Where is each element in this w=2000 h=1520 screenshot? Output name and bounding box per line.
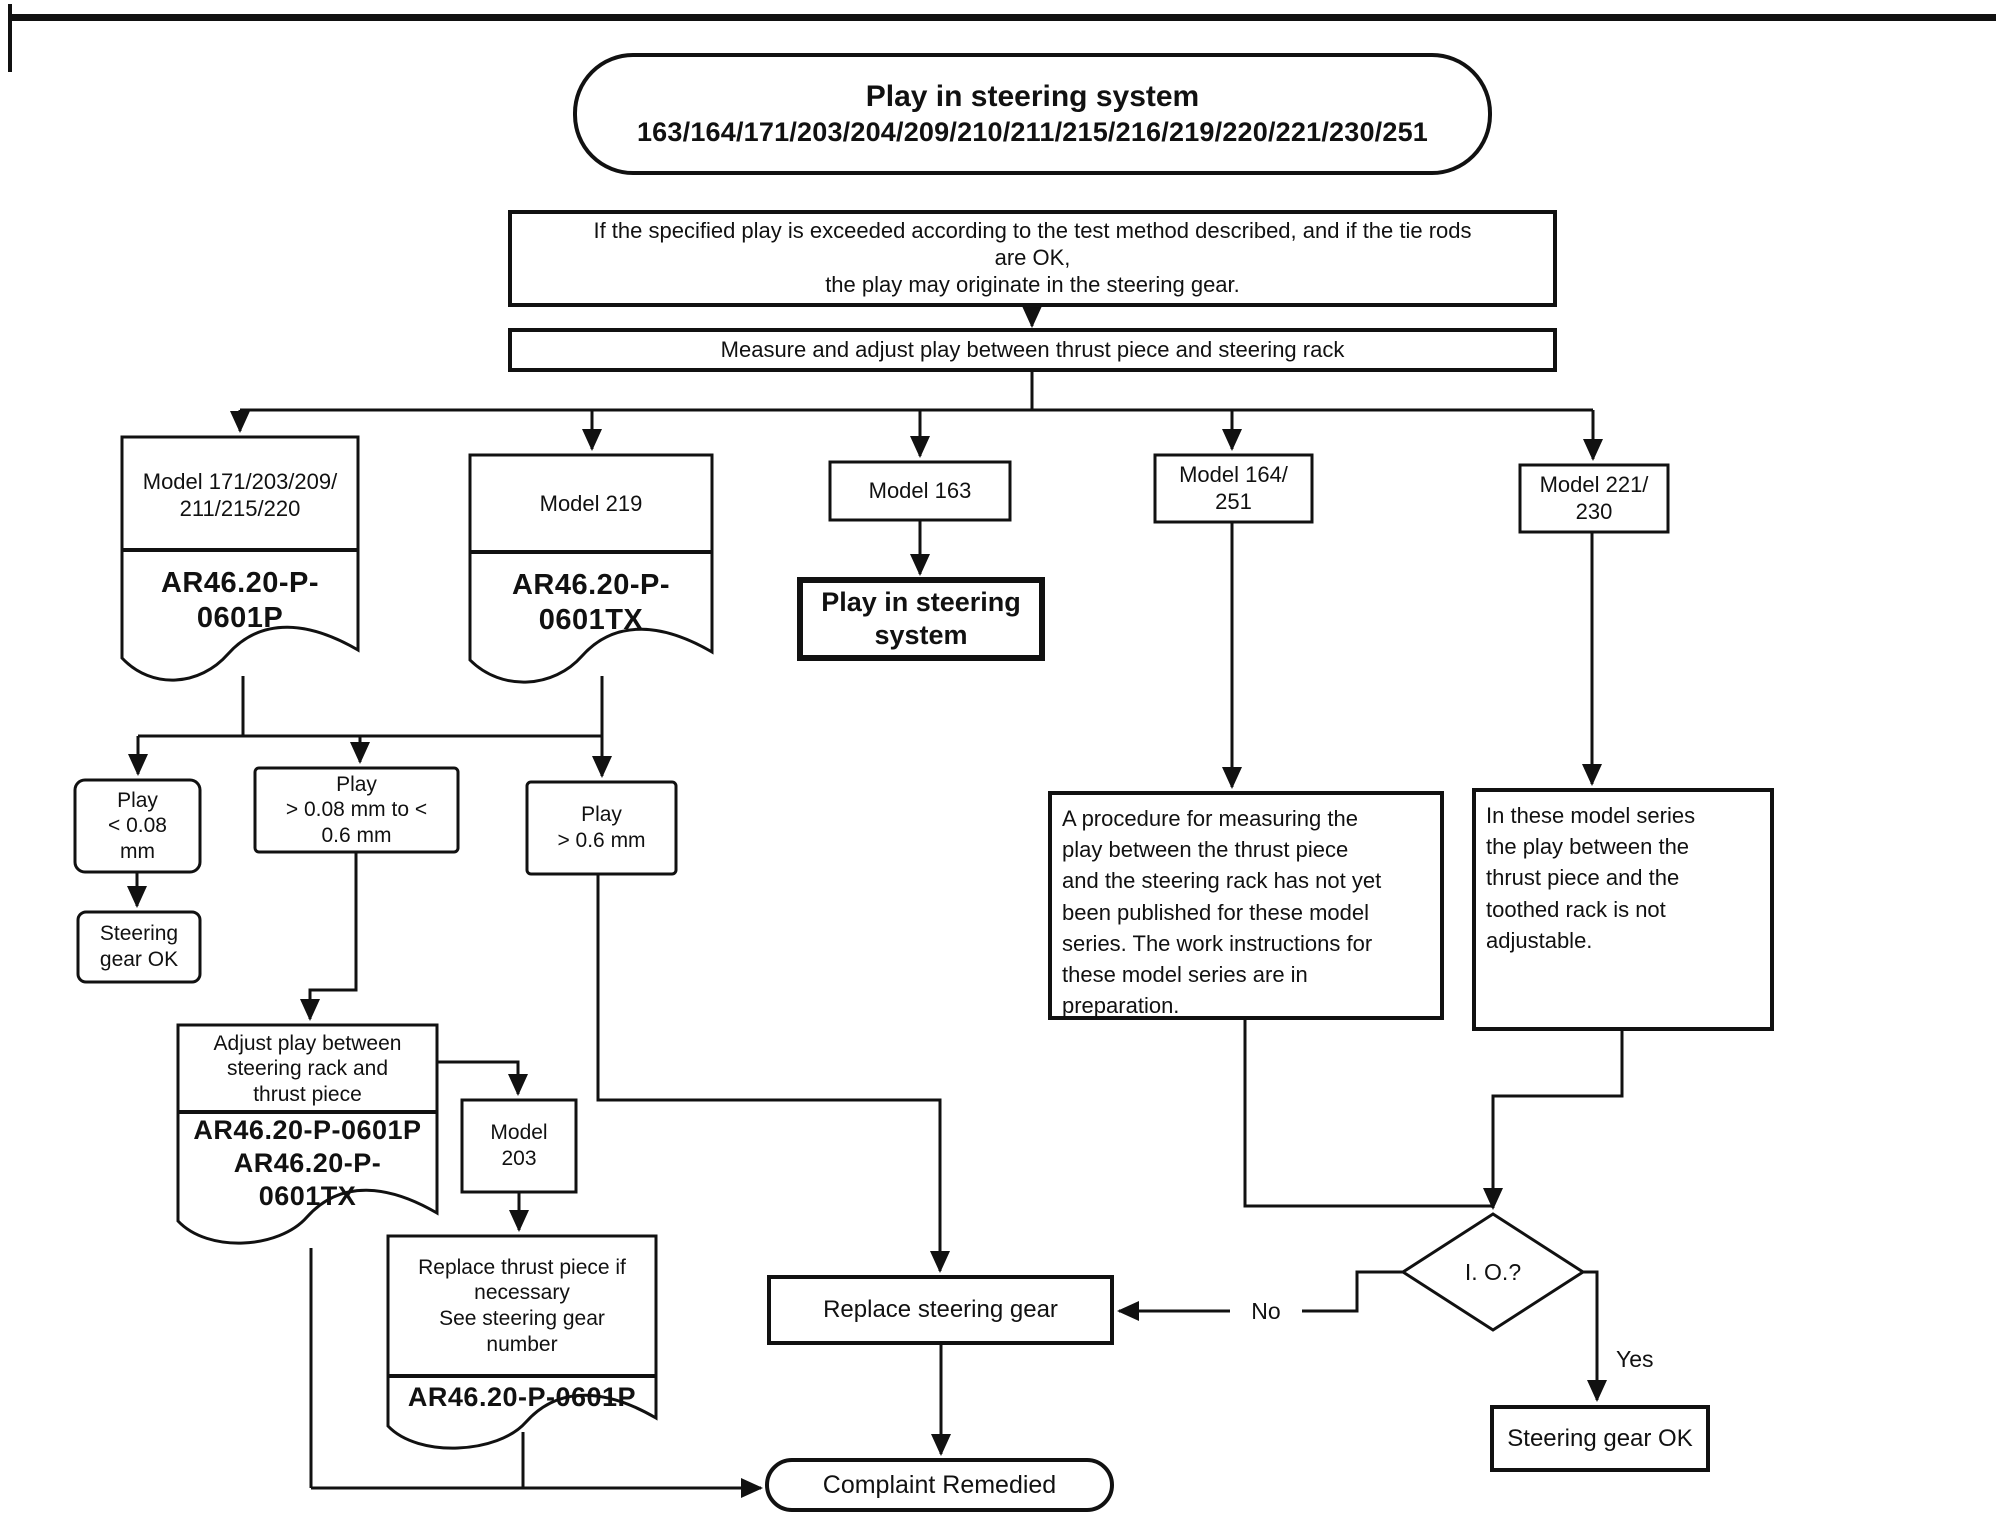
play-in-steering-shape: [797, 577, 1045, 661]
edge-branch-trunk: [240, 370, 1593, 412]
play-gt-label: Play > 0.6 mm: [557, 803, 646, 852]
edge-procnote-diamond: [1243, 1018, 1493, 1208]
edge-playmid-adjust: [300, 852, 358, 1021]
edge-docs-complaint: [309, 1248, 761, 1488]
model-203-label: Model 203: [490, 1121, 548, 1170]
edge-yes: [1583, 1270, 1607, 1402]
edge-left-subbranch: [138, 676, 602, 738]
adjust-doc-label: Adjust play between steering rack and th…: [213, 1031, 402, 1106]
replace-thrust-ref: AR46.20-P-0601P: [407, 1381, 637, 1412]
title-stadium-shape: [573, 53, 1492, 175]
page-title: Play in steering system 163/164/171/203/…: [575, 55, 1490, 173]
page-title-line1: Play in steering system: [865, 80, 1200, 114]
edge-yes-label: Yes: [1616, 1345, 1654, 1372]
intro-note: If the specified play is exceeded accord…: [593, 218, 1472, 297]
doc-model-219-ref: AR46.20-P- 0601TX: [511, 568, 671, 636]
procedure-note: A procedure for measuring the play betwe…: [1062, 806, 1382, 1019]
doc-model-219-label: Model 219: [539, 490, 643, 516]
replace-thrust-shape: [386, 1234, 658, 1450]
model-221-shape: [1518, 463, 1670, 534]
doc-model-219-shape: [468, 453, 714, 684]
adjust-doc-ref: AR46.20-P-0601P AR46.20-P- 0601TX: [193, 1115, 422, 1211]
replace-gear-label: Replace steering gear: [823, 1296, 1058, 1324]
doc-models-171-ref: AR46.20-P- 0601P: [160, 566, 320, 634]
gear-ok-right-label: Steering gear OK: [1507, 1424, 1693, 1452]
gear-ok-left-label: Steering gear OK: [99, 922, 179, 971]
edge-playgt-rgear: [596, 874, 950, 1273]
play-gt-shape: [525, 780, 678, 876]
gear-ok-right-shape: [1490, 1405, 1710, 1472]
doc-models-171-label: Model 171/203/209/ 211/215/220: [142, 469, 338, 521]
measure-step: Measure and adjust play between thrust p…: [720, 336, 1345, 362]
play-lt-label: Play < 0.08 mm: [108, 788, 167, 863]
page-border-marks: [8, 4, 1996, 72]
edge-adjust-203: [437, 1060, 528, 1096]
edge-notadj-diamond: [1483, 1029, 1624, 1210]
edge-no-label: No: [1230, 1294, 1302, 1328]
decision-io-label: I. O.?: [1464, 1258, 1522, 1285]
adjust-doc-shape: [176, 1023, 439, 1245]
complaint-remedied-shape: [765, 1458, 1114, 1512]
gear-ok-left-shape: [76, 910, 202, 984]
play-in-steering-result: Play in steering system: [821, 587, 1021, 650]
decision-io-shape: [1400, 1212, 1586, 1332]
model-221-label: Model 221/ 230: [1539, 471, 1649, 524]
page-title-line2: 163/164/171/203/204/209/210/211/215/216/…: [636, 116, 1429, 147]
model-164-label: Model 164/ 251: [1179, 461, 1288, 514]
model-163-label: Model 163: [868, 477, 972, 503]
replace-thrust-label: Replace thrust piece if necessary See st…: [418, 1255, 626, 1356]
not-adjustable-note: In these model series the play between t…: [1486, 803, 1696, 953]
complaint-remedied-label: Complaint Remedied: [822, 1470, 1057, 1499]
play-mid-label: Play > 0.08 mm to < 0.6 mm: [285, 772, 428, 847]
doc-models-171-shape: [120, 435, 360, 682]
